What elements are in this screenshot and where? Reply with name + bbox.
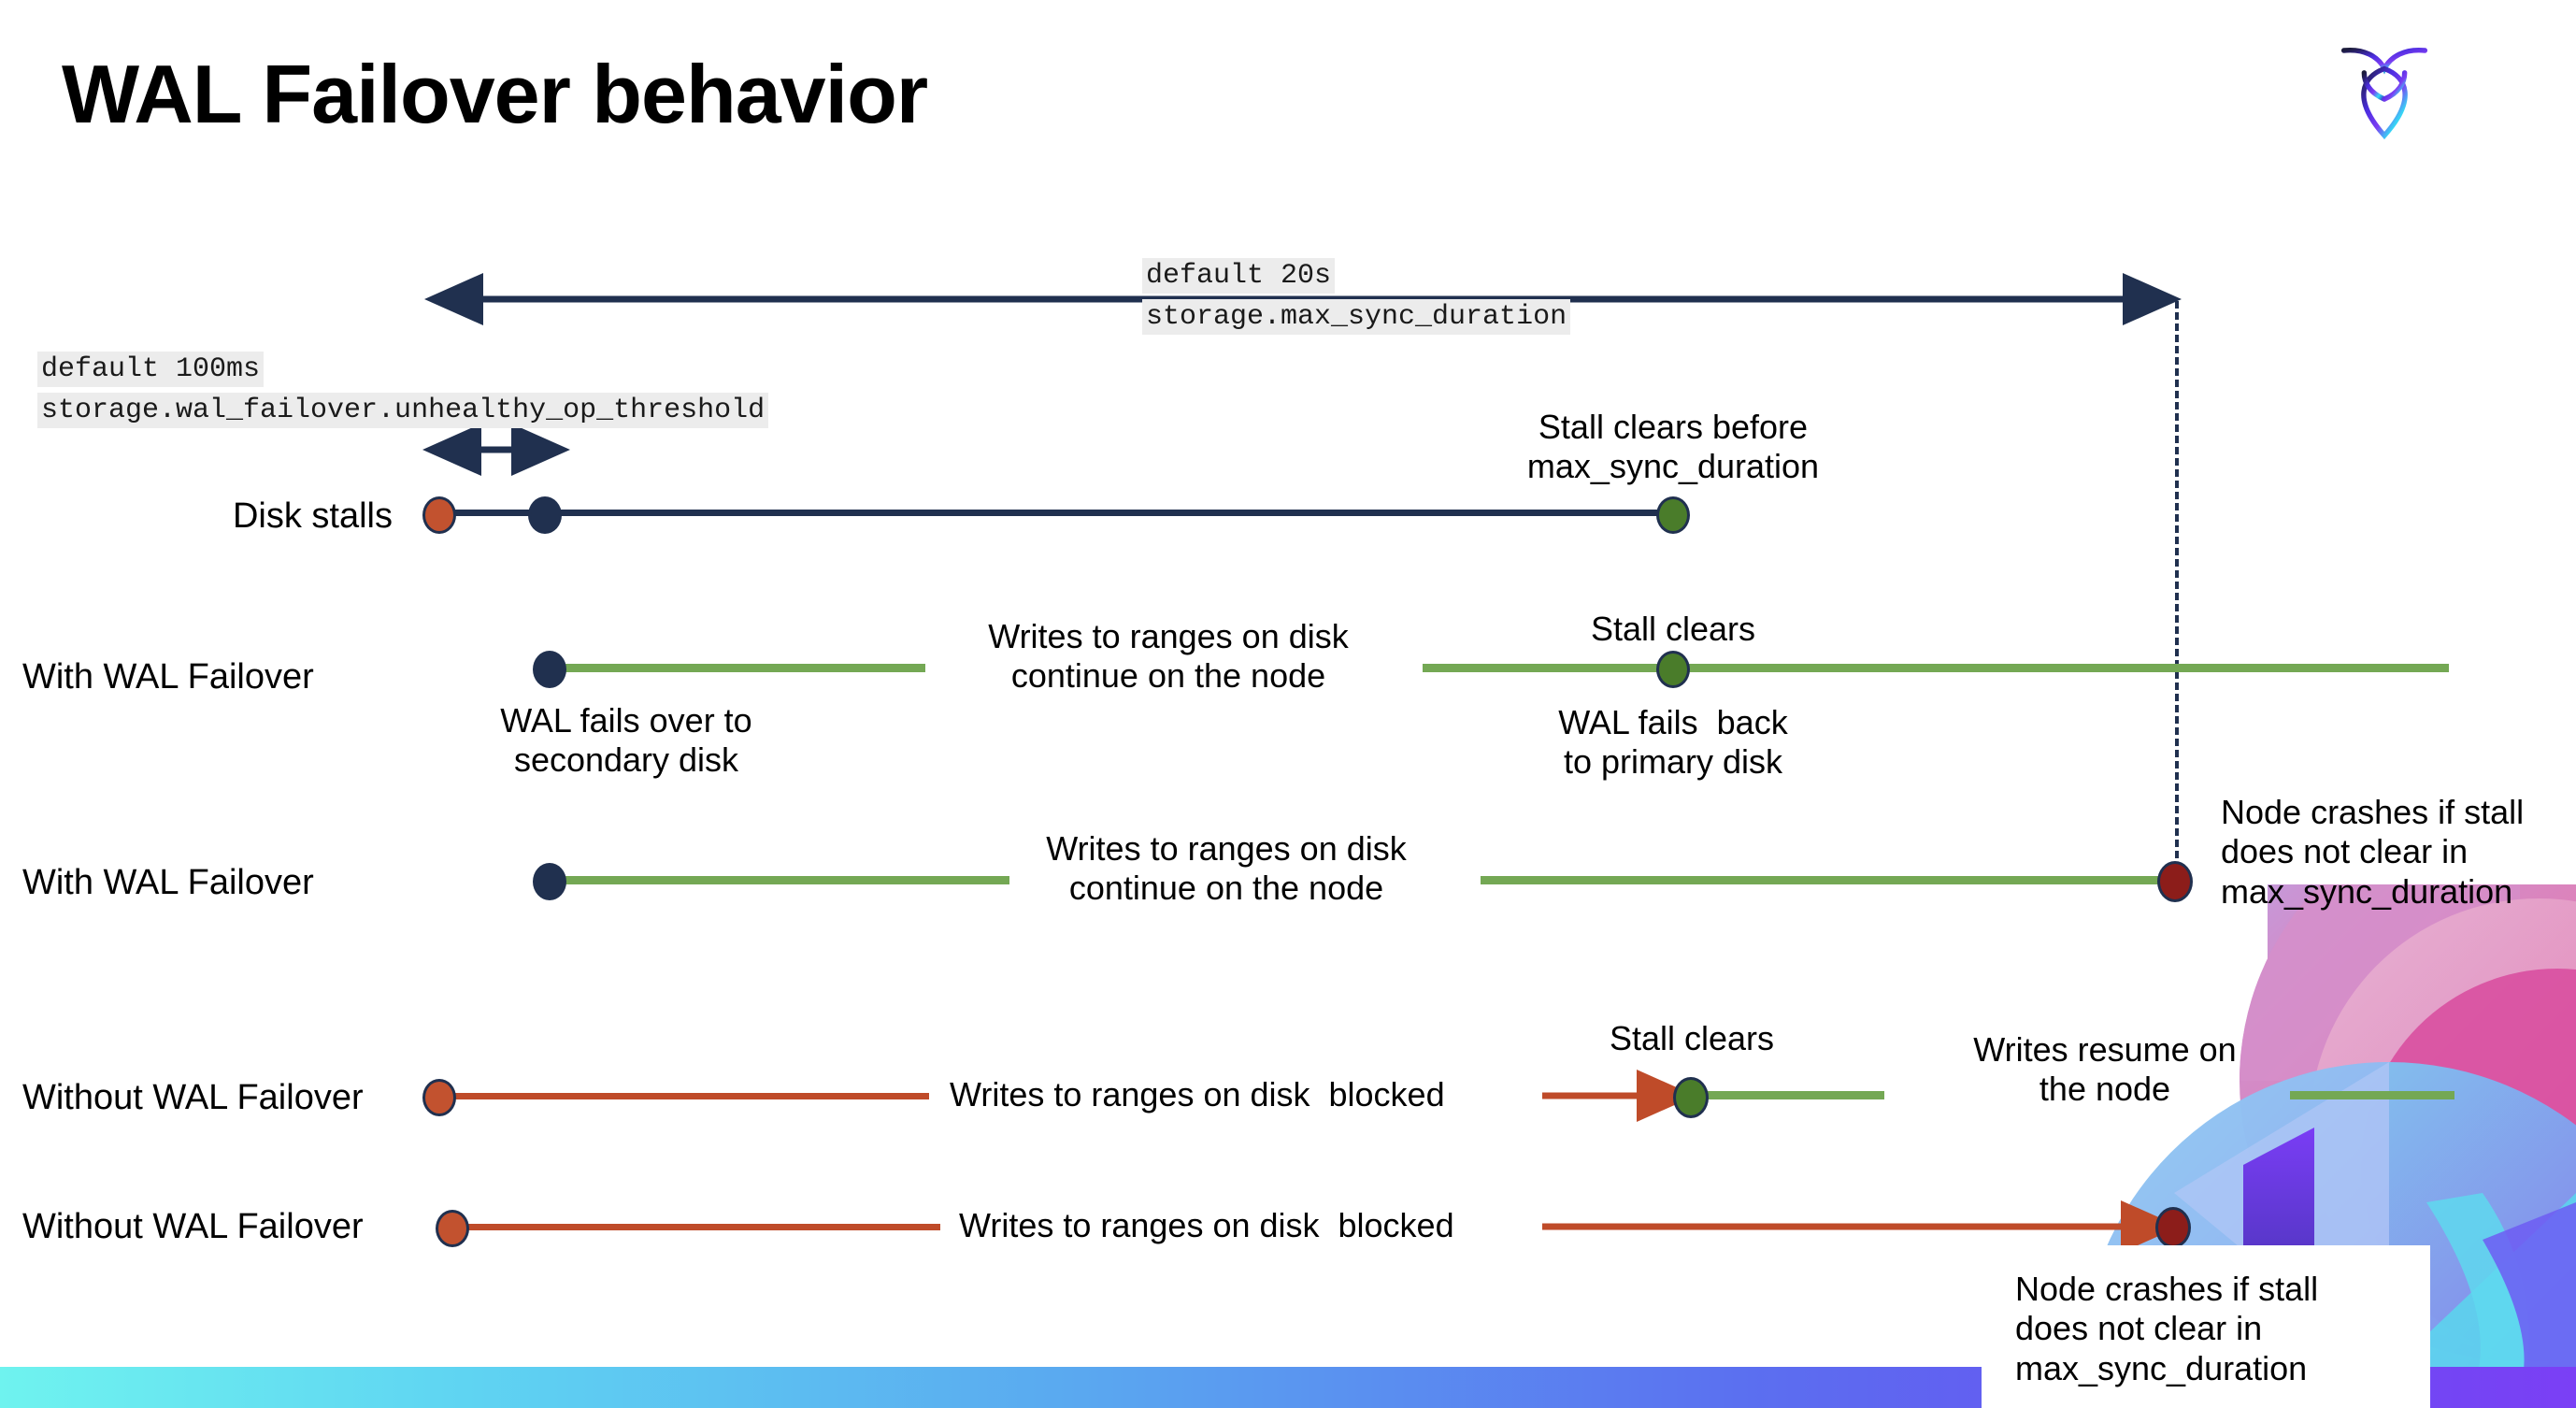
failover-marker-row3 [533, 863, 566, 900]
row-label-with-wal-failover-1: With WAL Failover [22, 657, 314, 697]
max-sync-duration-default-label: default 20s [1142, 258, 1336, 294]
note-writes-continue-row3: Writes to ranges on disk continue on the… [1046, 829, 1407, 908]
row-label-without-wal-failover-1: Without WAL Failover [22, 1078, 364, 1117]
note-stall-clears-before-max-sync: Stall clears before max_sync_duration [1526, 408, 1820, 486]
writes-resume-timeline-row4 [1694, 1091, 1884, 1099]
wal-failover-timeline-left-row2 [551, 664, 925, 672]
node-crash-marker-row5 [2155, 1207, 2191, 1248]
note-stall-clears-row2: Stall clears [1590, 610, 1756, 648]
failover-marker-row2 [533, 651, 566, 688]
note-node-crashes-row3: Node crashes if stall does not clear in … [2221, 793, 2525, 911]
stall-clears-marker-row2 [1656, 651, 1690, 688]
note-node-crashes-row5: Node crashes if stall does not clear in … [2015, 1270, 2319, 1387]
blocked-writes-timeline-row5 [452, 1224, 940, 1230]
row-label-without-wal-failover-2: Without WAL Failover [22, 1207, 364, 1246]
wal-failover-timeline-left-row3 [551, 876, 1009, 884]
stall-start-marker-row1 [422, 496, 456, 534]
unhealthy-threshold-setting-label: storage.wal_failover.unhealthy_op_thresh… [37, 393, 769, 428]
stall-start-marker-row4 [422, 1079, 456, 1116]
stall-start-marker-row5 [436, 1210, 469, 1247]
note-writes-continue-row2: Writes to ranges on disk continue on the… [988, 617, 1349, 696]
note-wal-fails-back-row2: WAL fails back to primary disk [1558, 703, 1788, 782]
stall-clears-marker-row4 [1673, 1077, 1709, 1118]
note-writes-blocked-row4: Writes to ranges on disk blocked [950, 1075, 1445, 1113]
note-stall-clears-row4: Stall clears [1609, 1019, 1775, 1057]
max-sync-duration-setting-label: storage.max_sync_duration [1142, 299, 1571, 335]
stall-clears-marker-row1 [1656, 496, 1690, 534]
row-label-with-wal-failover-2: With WAL Failover [22, 863, 314, 902]
row-label-disk-stalls: Disk stalls [232, 496, 393, 536]
note-wal-fails-over-row2: WAL fails over to secondary disk [500, 701, 752, 780]
cockroachdb-logo [2324, 26, 2445, 148]
node-crash-marker-row3 [2157, 861, 2193, 902]
unhealthy-threshold-default-label: default 100ms [37, 352, 265, 387]
wal-failover-timeline-right-row2 [1423, 664, 2449, 672]
disk-stall-timeline [439, 510, 1682, 516]
note-writes-blocked-row5: Writes to ranges on disk blocked [959, 1206, 1454, 1244]
wal-failover-timeline-right-row3 [1481, 876, 2172, 884]
blocked-writes-timeline-row4 [452, 1093, 929, 1099]
page-title: WAL Failover behavior [62, 48, 928, 140]
note-writes-resume-row4: Writes resume on the node [1973, 1030, 2237, 1109]
writes-resume-timeline-row4-far [2290, 1091, 2454, 1099]
failover-marker-row1 [528, 496, 562, 534]
max-sync-duration-guide [2175, 301, 2179, 881]
node-crash-callout-box [1982, 1245, 2430, 1408]
